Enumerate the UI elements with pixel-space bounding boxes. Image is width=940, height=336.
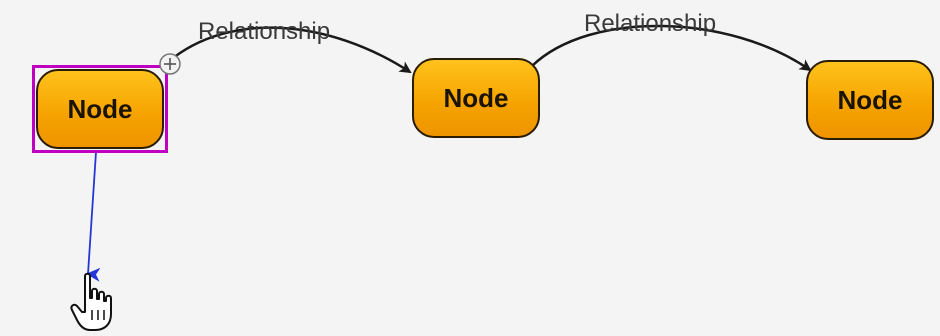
plus-handle-icon[interactable] (158, 52, 182, 76)
node-3-label: Node (837, 84, 903, 115)
selection-box (32, 65, 168, 153)
node-1-label: Node (67, 93, 133, 124)
edge-relationship-2[interactable] (531, 24, 812, 72)
edge-label-1[interactable]: Relationship (198, 18, 331, 45)
pending-edge-line[interactable] (86, 151, 101, 282)
node-2[interactable]: Node (412, 58, 540, 138)
node-3[interactable]: Node (806, 60, 934, 140)
node-2-label: Node (443, 82, 509, 113)
edge-label-2[interactable]: Relationship (584, 10, 717, 37)
edge-relationship-1[interactable] (167, 26, 412, 74)
hand-pointer-icon (70, 272, 112, 331)
node-1[interactable]: Node (36, 69, 164, 149)
